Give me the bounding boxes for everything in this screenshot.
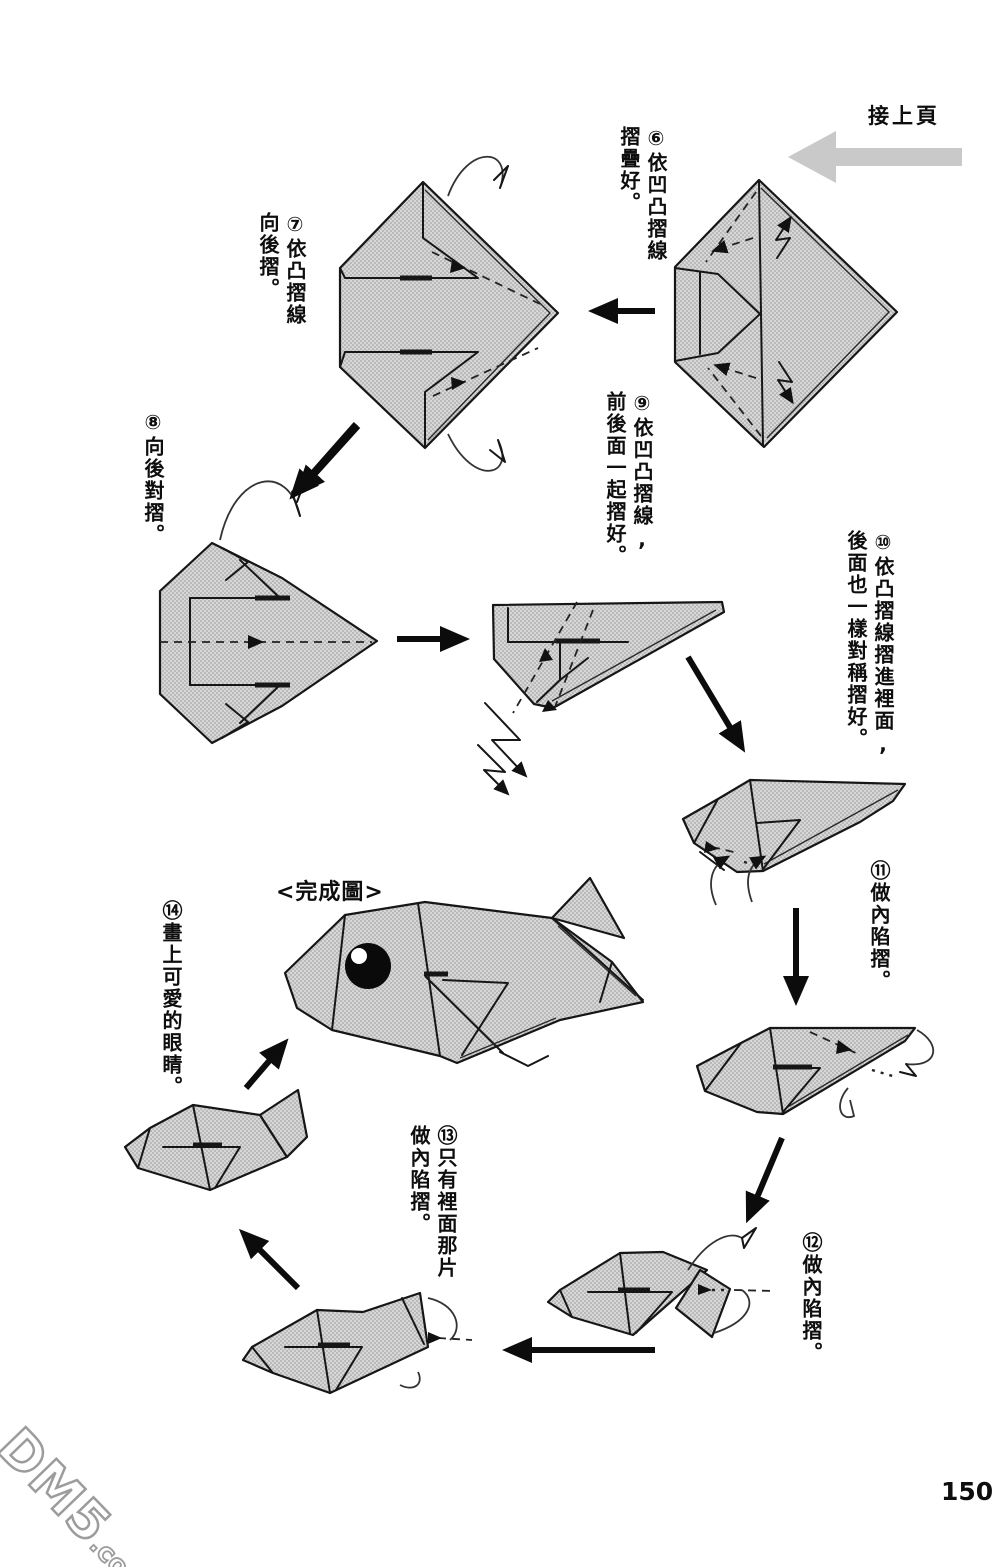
step11-instruction: ⑪做內陷摺。 — [867, 860, 891, 992]
continued-from-previous-page-label: 接上頁 — [868, 104, 940, 128]
arrow-step9-to-step10 — [685, 655, 746, 753]
step13-instruction: ⑬只有裡面那片 做內陷摺。 — [407, 1125, 458, 1279]
step7-diagram — [338, 155, 560, 472]
step9-instruction: ⑨依凹凸摺線, 前後面一起摺好。 — [603, 391, 654, 567]
step13-diagram — [241, 1291, 473, 1395]
step10-instruction: ⑩依凸摺線摺進裡面, 後面也一樣對稱摺好。 — [844, 530, 895, 758]
continued-arrow-left-icon — [788, 131, 962, 183]
arrow-step14-to-finished — [243, 1038, 289, 1090]
finished-fish-diagram — [283, 876, 645, 1067]
step6-diagram — [673, 178, 899, 449]
step9-diagram — [477, 600, 726, 796]
page-number: 150 — [941, 1477, 994, 1506]
arrow-step13-to-step14 — [238, 1228, 301, 1291]
completed-figure-label: <完成圖> — [276, 880, 384, 905]
step11-diagram — [695, 1026, 935, 1119]
step14-diagram — [123, 1088, 309, 1192]
step8-diagram — [158, 477, 379, 745]
step6-instruction: ⑥依凹凸摺線 摺疊好。 — [617, 126, 668, 262]
step12-diagram — [546, 1227, 775, 1339]
step8-instruction: ⑧向後對摺。 — [141, 410, 165, 546]
step10-diagram — [681, 778, 907, 906]
step12-instruction: ⑫做內陷摺。 — [799, 1232, 823, 1364]
step14-instruction: ⑭畫上可愛的眼睛。 — [159, 900, 183, 1098]
arrow-step11-to-step12 — [745, 1136, 785, 1224]
arrow-step7row-to-step8 — [289, 422, 359, 500]
step7-instruction: ⑦依凸摺線 向後摺。 — [256, 212, 307, 326]
